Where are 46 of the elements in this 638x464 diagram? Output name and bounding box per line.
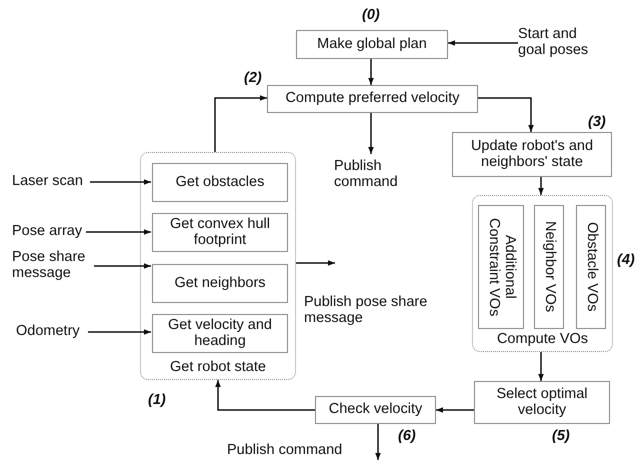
step-number: (5) <box>552 428 570 444</box>
process-box: Additional Constraint VOs <box>478 205 524 329</box>
process-box: Obstacle VOs <box>576 205 606 329</box>
arrow <box>88 329 151 335</box>
arrow <box>86 229 151 235</box>
process-box: Select optimal velocity <box>474 381 610 424</box>
arrow <box>368 59 374 85</box>
io-label: Pose share message <box>12 250 86 282</box>
process-box: Get velocity and heading <box>152 314 288 353</box>
arrow <box>448 40 518 46</box>
io-label: Pose array <box>12 224 82 240</box>
process-box: Check velocity <box>315 396 436 424</box>
step-number: (6) <box>398 428 416 444</box>
process-box: Compute preferred velocity <box>267 85 478 113</box>
step-number: (1) <box>148 392 166 408</box>
arrow <box>215 380 315 411</box>
process-box: Neighbor VOs <box>534 205 564 329</box>
arrow <box>538 352 544 381</box>
step-number: (0) <box>362 7 380 23</box>
io-label: Start and goal poses <box>518 27 590 59</box>
io-label: Publish command <box>334 159 399 191</box>
group-box <box>472 195 613 352</box>
arrow <box>538 177 544 195</box>
process-box: Get neighbors <box>152 264 288 303</box>
arrow <box>214 95 267 152</box>
step-number: (4) <box>617 252 635 268</box>
io-label: Publish pose share message <box>304 295 428 327</box>
arrow <box>375 424 381 460</box>
process-box: Get obstacles <box>152 163 288 202</box>
process-box: Update robot's and neighbors' state <box>452 132 612 177</box>
process-box: Get convex hull footprint <box>152 213 288 252</box>
step-number: (3) <box>588 114 606 130</box>
process-box: Make global plan <box>296 30 448 59</box>
io-label: Odometry <box>16 324 80 340</box>
arrow <box>94 263 151 269</box>
step-number: (2) <box>244 70 262 86</box>
group-box <box>140 152 296 380</box>
io-label: Laser scan <box>12 174 83 190</box>
group-title: Get robot state <box>169 359 267 375</box>
io-label: Publish command <box>227 442 342 458</box>
group-title: Compute VOs <box>496 331 590 347</box>
arrow <box>90 179 151 185</box>
arrow <box>296 260 335 266</box>
arrow <box>436 407 474 413</box>
arrow <box>478 97 534 132</box>
arrow <box>368 113 374 154</box>
